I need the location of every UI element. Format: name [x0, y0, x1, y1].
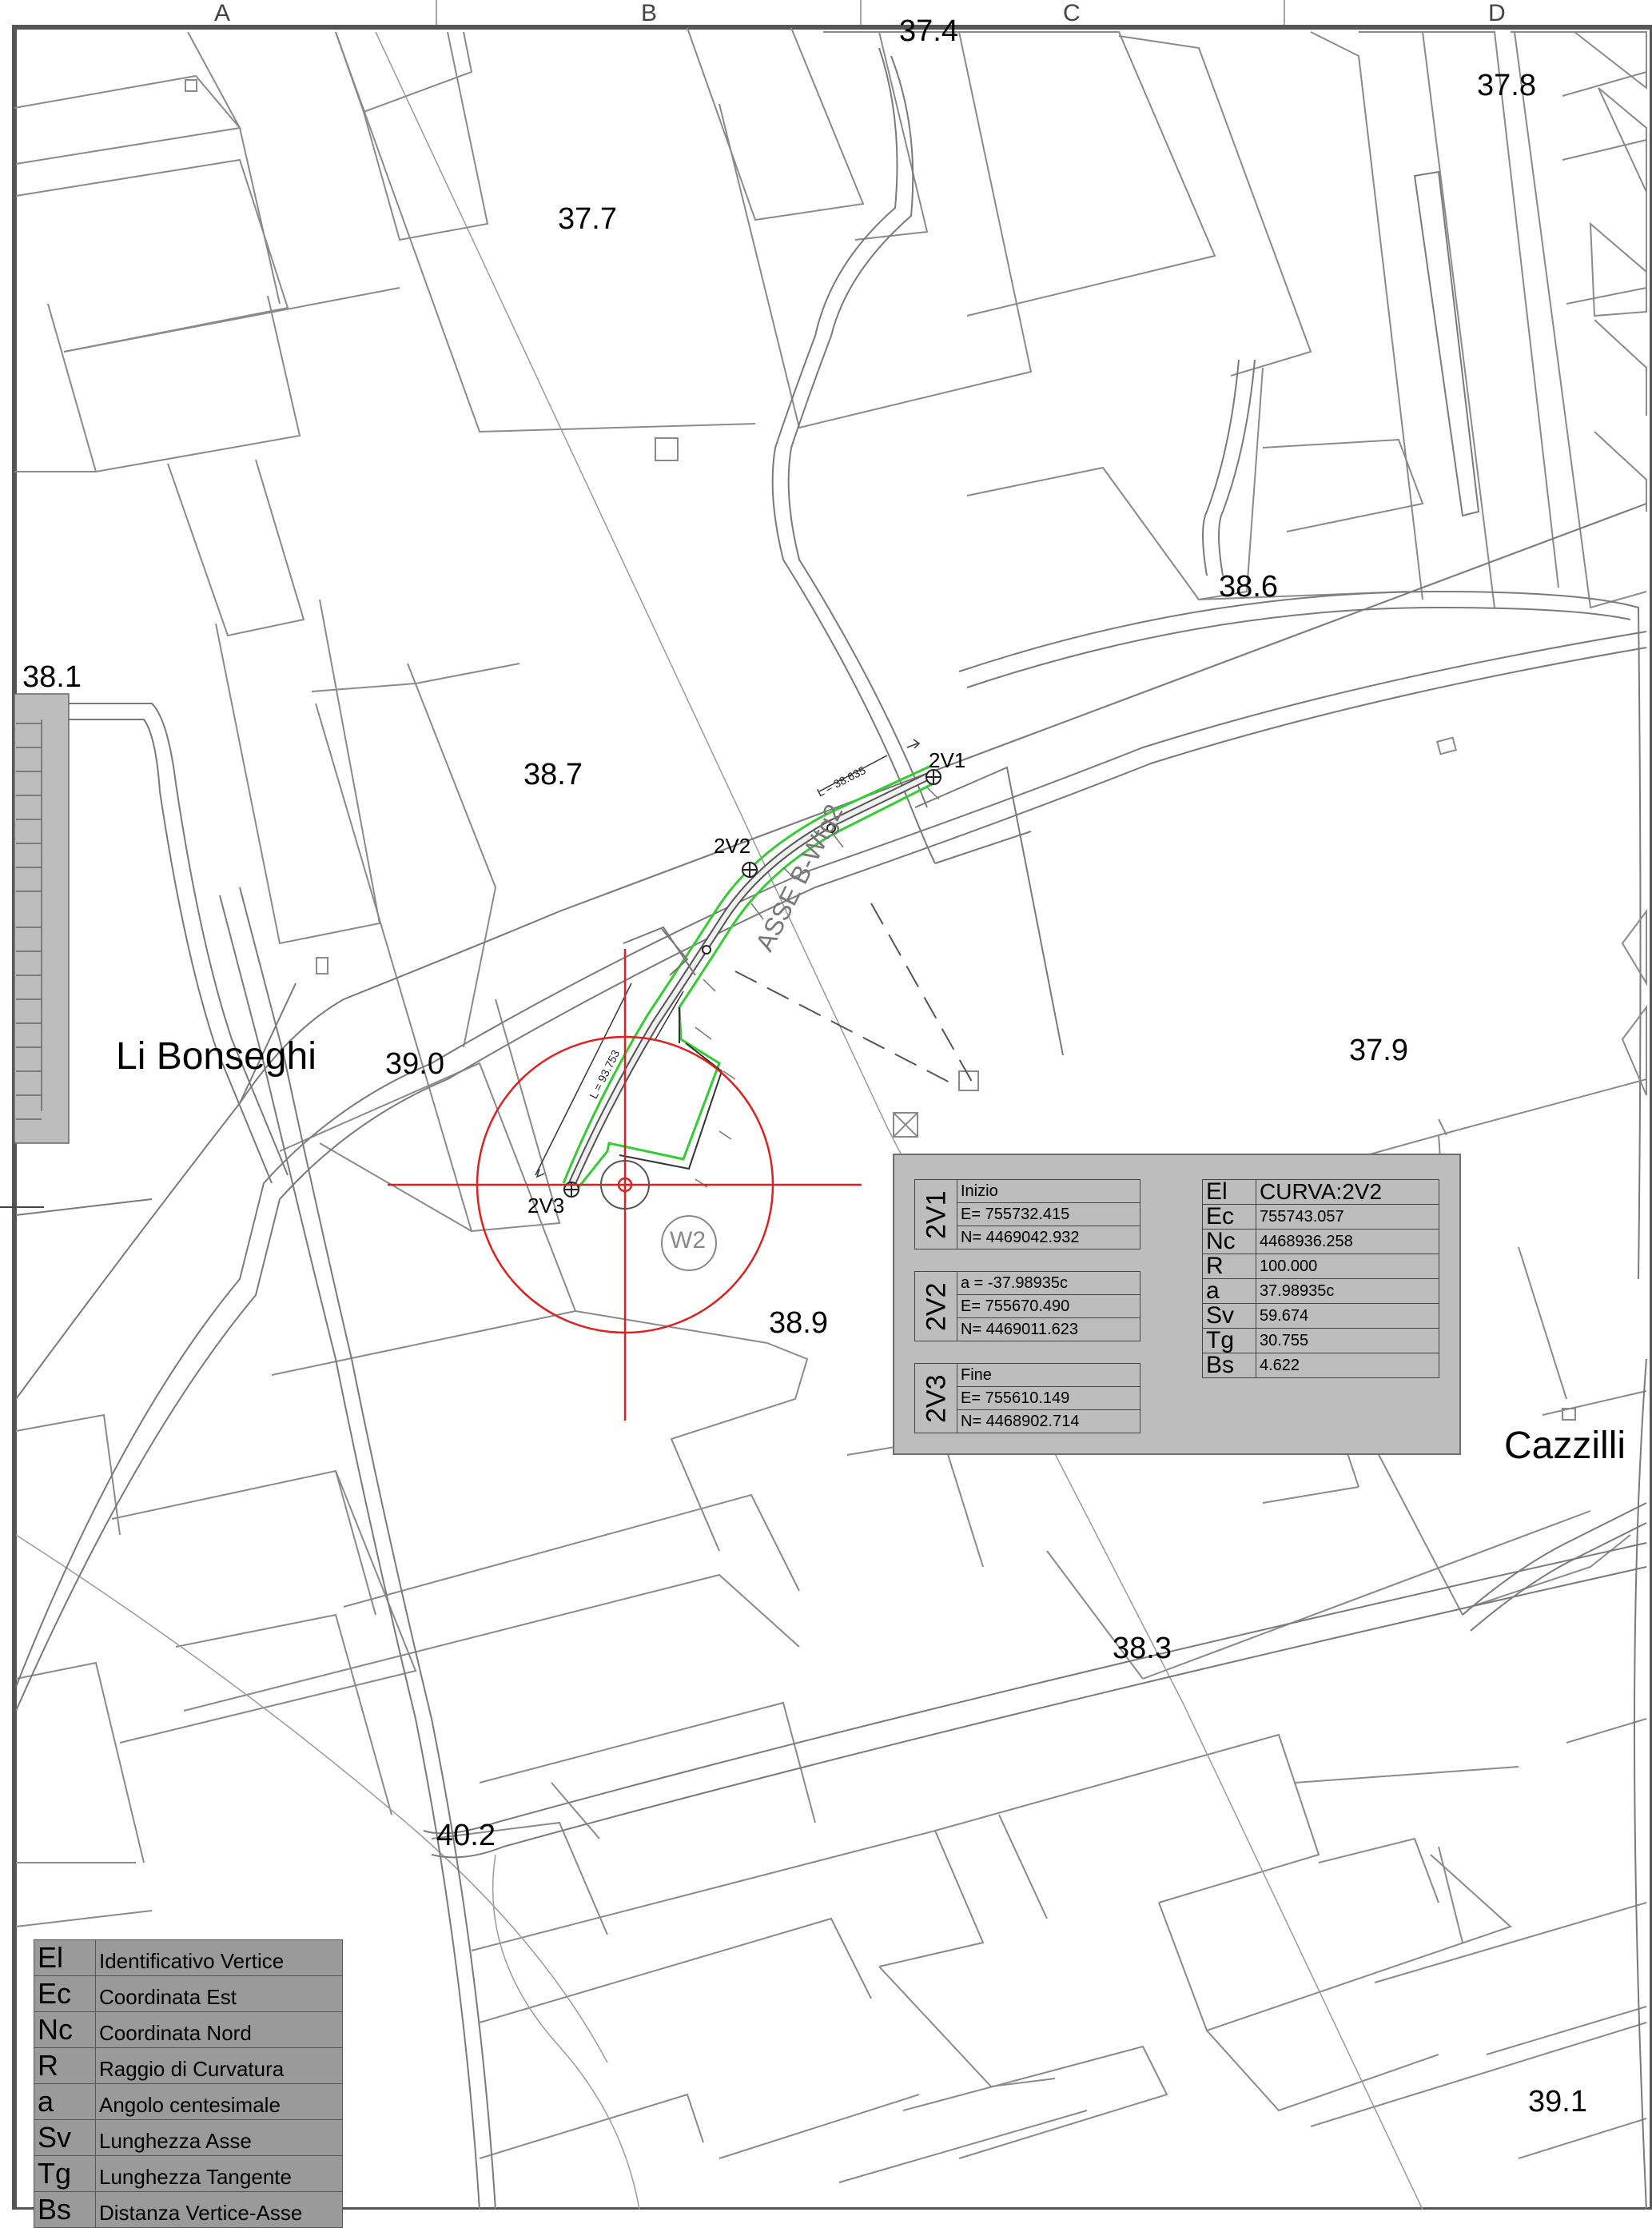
elevation-label: 37.8 — [1477, 69, 1536, 102]
legend-description: Distanza Vertice-Asse — [95, 2191, 343, 2228]
legend-description: Lunghezza Tangente — [95, 2155, 343, 2192]
elevation-label: 38.1 — [22, 660, 82, 694]
column-header — [436, 0, 1285, 27]
elevation-label: 38.6 — [1219, 570, 1278, 604]
legend-description: Lunghezza Asse — [95, 2119, 343, 2156]
curve-key: Nc — [1202, 1229, 1256, 1254]
curve-key: Tg — [1202, 1328, 1256, 1353]
small-buildings — [185, 31, 1647, 1421]
place-name-li-bonseghi: Li Bonseghi — [116, 1035, 316, 1078]
turbine-label: W2 — [670, 1227, 706, 1253]
legend-key: a — [34, 2083, 96, 2120]
elevation-label: 37.7 — [558, 202, 617, 236]
place-name-cazzilli: Cazzilli — [1504, 1425, 1626, 1467]
legend-description: Angolo centesimale — [95, 2083, 343, 2120]
curve-value: 100.000 — [1256, 1253, 1439, 1279]
dimension-lines — [535, 739, 921, 1178]
left-building — [14, 693, 70, 1144]
vertex-markers — [563, 769, 941, 1198]
column-label-d: D — [1488, 0, 1506, 26]
vertex-easting: E= 755610.149 — [957, 1386, 1140, 1410]
legend-key: Ec — [34, 1975, 96, 2012]
access-road — [562, 764, 940, 1192]
curve-value: 30.755 — [1256, 1328, 1439, 1353]
curve-value: CURVA:2V2 — [1256, 1179, 1439, 1205]
vertex-line: Fine — [957, 1363, 1140, 1387]
legend-key: Tg — [34, 2155, 96, 2192]
turbine-foundation — [600, 1160, 717, 1271]
elevation-label: 37.4 — [899, 14, 958, 48]
column-label-b: B — [641, 0, 658, 26]
vertex-easting: E= 755732.415 — [957, 1202, 1140, 1226]
vertex-angle: a = -37.98935c — [957, 1271, 1140, 1295]
curve-key: a — [1202, 1278, 1256, 1304]
vertex-easting: E= 755670.490 — [957, 1294, 1140, 1318]
elevation-label: 38.7 — [523, 758, 583, 791]
vertex-northing: N= 4469011.623 — [957, 1317, 1140, 1341]
column-label-c: C — [1063, 0, 1081, 26]
elevation-label: 37.9 — [1349, 1034, 1408, 1067]
elevation-label: 38.3 — [1113, 1632, 1172, 1665]
legend-description: Raggio di Curvatura — [95, 2047, 343, 2084]
curve-value: 4468936.258 — [1256, 1229, 1439, 1254]
legend-key: El — [34, 1939, 96, 1976]
column-label-a: A — [214, 0, 231, 26]
vertex-line: Inizio — [957, 1179, 1140, 1203]
vertex-label-2v3: 2V3 — [527, 1194, 565, 1218]
vertex-northing: N= 4469042.932 — [957, 1226, 1140, 1250]
legend-key: Bs — [34, 2191, 96, 2228]
vertex-id: 2V2 — [914, 1271, 957, 1341]
curve-key: El — [1202, 1179, 1256, 1205]
legend-key: Sv — [34, 2119, 96, 2156]
roads — [15, 47, 1647, 2210]
curve-value: 59.674 — [1256, 1303, 1439, 1329]
legend-key: Nc — [34, 2011, 96, 2048]
vertex-label-2v2: 2V2 — [714, 834, 751, 858]
legend-description: Identificativo Vertice — [95, 1939, 343, 1976]
elevation-label: 39.0 — [385, 1047, 444, 1081]
elevation-label: 39.1 — [1528, 2085, 1587, 2118]
curve-key: R — [1202, 1253, 1256, 1279]
vertex-northing: N= 4468902.714 — [957, 1409, 1140, 1433]
elevation-label: 38.9 — [769, 1306, 828, 1340]
curve-value: 755743.057 — [1256, 1204, 1439, 1230]
legend-description: Coordinata Nord — [95, 2011, 343, 2048]
vertex-id: 2V1 — [914, 1179, 957, 1250]
curve-key: Bs — [1202, 1353, 1256, 1378]
vertex-id: 2V3 — [914, 1363, 957, 1433]
curve-key: Sv — [1202, 1303, 1256, 1329]
dashed-lines — [734, 903, 976, 1088]
elevation-label: 40.2 — [436, 1819, 496, 1852]
map-frame — [12, 25, 1652, 2210]
legend-description: Coordinata Est — [95, 1975, 343, 2012]
turbine-crosshair — [388, 949, 862, 1421]
legend-key: R — [34, 2047, 96, 2084]
curve-value: 37.98935c — [1256, 1278, 1439, 1304]
curve-value: 4.622 — [1256, 1353, 1439, 1378]
vertex-label-2v1: 2V1 — [929, 748, 966, 772]
curve-key: Ec — [1202, 1204, 1256, 1230]
